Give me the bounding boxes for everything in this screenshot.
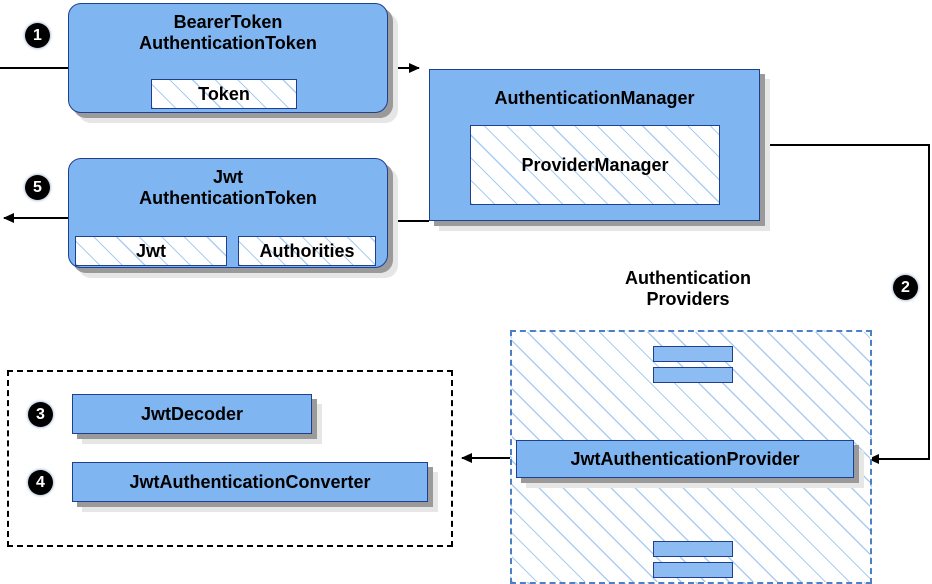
- provider-bar-bottom-2: [653, 562, 733, 578]
- authorities-label: Authorities: [259, 240, 355, 261]
- jwt-token-label-line1: Jwt: [212, 167, 243, 187]
- bearer-token-label-line1: BearerToken: [173, 12, 283, 32]
- jwt-token-label-line2: AuthenticationToken: [139, 188, 317, 208]
- badge-step-3-label: 3: [36, 405, 45, 423]
- authorities-box[interactable]: Authorities: [238, 236, 376, 266]
- jwt-authentication-converter-label: JwtAuthenticationConverter: [129, 471, 371, 492]
- badge-step-3: 3: [28, 402, 53, 427]
- authentication-manager-label: AuthenticationManager: [494, 88, 695, 108]
- badge-step-5-label: 5: [33, 178, 42, 196]
- token-label: Token: [198, 83, 250, 104]
- jwt-decoder-label: JwtDecoder: [140, 403, 244, 424]
- jwt-authentication-converter-node[interactable]: JwtAuthenticationConverter: [72, 462, 428, 502]
- badge-step-2: 2: [893, 275, 918, 300]
- provider-manager-box[interactable]: ProviderManager: [470, 125, 720, 205]
- provider-bar-top-2: [653, 367, 733, 383]
- authentication-providers-title-line1: Authentication: [625, 268, 751, 288]
- badge-step-4: 4: [28, 470, 53, 495]
- authentication-providers-title-line2: Providers: [646, 288, 730, 309]
- provider-manager-label: ProviderManager: [521, 154, 669, 175]
- jwt-label: Jwt: [135, 240, 166, 261]
- token-box[interactable]: Token: [151, 79, 297, 109]
- jwt-decoder-node[interactable]: JwtDecoder: [72, 394, 312, 434]
- authentication-providers-title: Authentication Providers: [588, 268, 788, 310]
- badge-step-1-label: 1: [33, 26, 42, 44]
- bearer-token-label-line2: AuthenticationToken: [139, 33, 317, 53]
- jwt-authentication-provider-label: JwtAuthenticationProvider: [570, 448, 800, 469]
- jwt-box[interactable]: Jwt: [75, 236, 227, 266]
- badge-step-5: 5: [25, 175, 50, 200]
- badge-step-4-label: 4: [36, 473, 45, 491]
- provider-bar-bottom-1: [653, 541, 733, 557]
- badge-step-1: 1: [25, 23, 50, 48]
- badge-step-2-label: 2: [901, 278, 910, 296]
- jwt-authentication-provider-node[interactable]: JwtAuthenticationProvider: [516, 440, 854, 478]
- provider-bar-top-1: [653, 346, 733, 362]
